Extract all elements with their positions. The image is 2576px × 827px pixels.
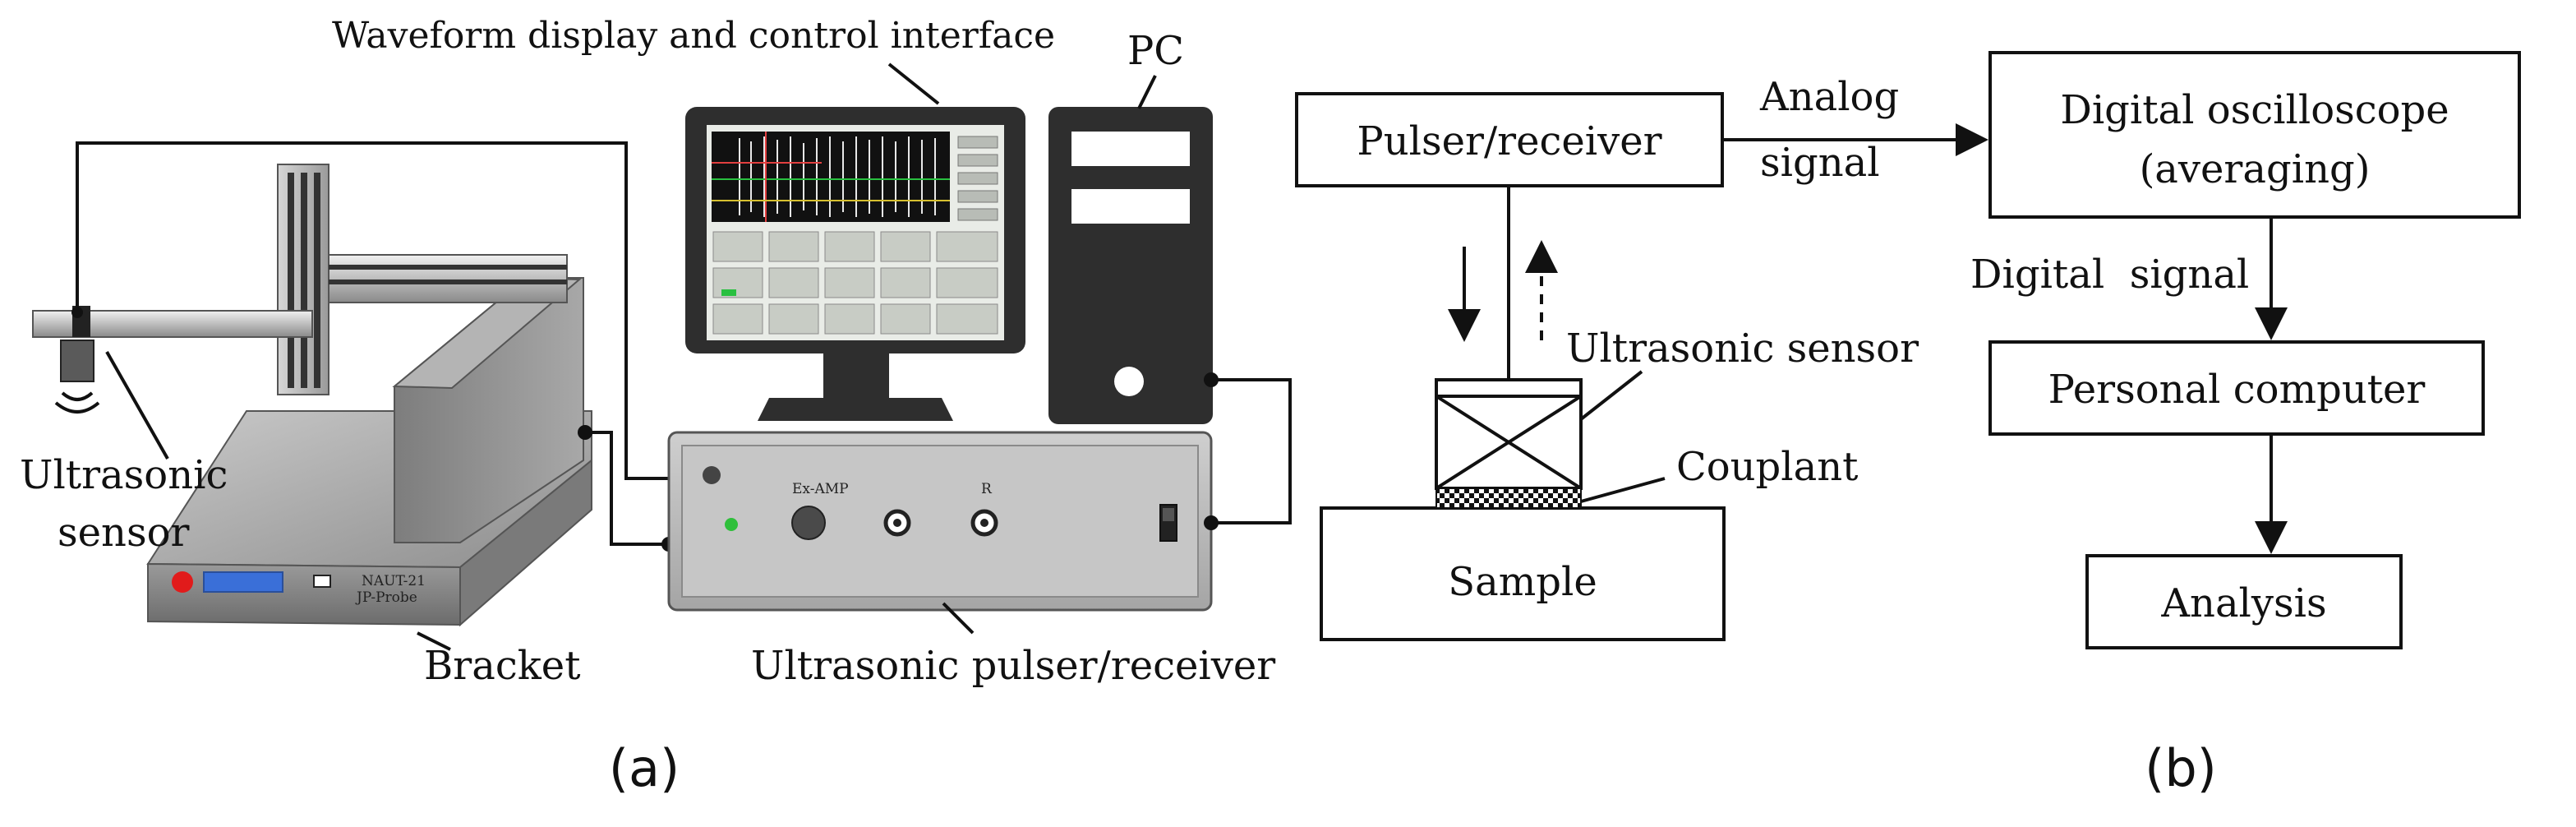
panel-a: NAUT-21 JP-Probe xyxy=(20,15,1292,798)
monitor xyxy=(685,107,1025,421)
label-ultrasonic-sensor-b: Ultrasonic sensor xyxy=(1566,326,1919,372)
label-ultrasonic-pulser-receiver: Ultrasonic pulser/receiver xyxy=(751,643,1275,689)
box-pulser-receiver-label: Pulser/receiver xyxy=(1357,118,1661,164)
ultrasound-wave-icon xyxy=(61,391,94,401)
label-couplant: Couplant xyxy=(1676,444,1858,490)
cable-joint xyxy=(578,425,592,440)
cable-joint xyxy=(1204,372,1219,387)
leader-line-sensor xyxy=(105,351,169,460)
label-analog: Analog xyxy=(1759,74,1899,120)
caption-a: (a) xyxy=(609,738,680,798)
bracket-column-stripe xyxy=(288,173,294,388)
couplant-layer xyxy=(1435,487,1582,509)
label-waveform-display: Waveform display and control interface xyxy=(332,15,1055,57)
bracket-display-panel xyxy=(203,571,283,593)
box-analysis-label: Analysis xyxy=(2160,580,2326,626)
leader-line-sensor-b xyxy=(1579,370,1643,421)
pulser-front-panel xyxy=(681,445,1199,598)
label-pc: PC xyxy=(1127,28,1184,74)
monitor-stand-base xyxy=(758,398,953,421)
ultrasound-wave-icon xyxy=(54,401,100,414)
label-ultrasonic-sensor-line2: sensor xyxy=(58,510,189,556)
bracket-stage: NAUT-21 JP-Probe xyxy=(32,164,592,627)
cable-joint xyxy=(1204,515,1219,530)
box-analysis xyxy=(2085,554,2403,649)
leader-line-bracket xyxy=(417,631,451,651)
bracket-column-stripe xyxy=(314,173,320,388)
sensor-cross-line xyxy=(1435,395,1583,490)
pc-tower xyxy=(1048,107,1213,424)
pc-power-button-icon xyxy=(1114,367,1144,396)
box-sample-label: Sample xyxy=(1448,559,1597,605)
label-ultrasonic-sensor-line1: Ultrasonic xyxy=(20,452,228,498)
pc-cable xyxy=(1211,378,1292,524)
ultrasonic-sensor-icon xyxy=(60,340,94,382)
leader-line-pulser xyxy=(942,602,975,635)
pulser-led-icon xyxy=(725,518,738,531)
bracket-base-side xyxy=(459,458,592,627)
label-digital-signal: Digital signal xyxy=(1970,252,2249,298)
bracket-switch-icon xyxy=(313,575,331,588)
bracket-column-stripe xyxy=(301,173,307,388)
box-oscilloscope-line2: (averaging) xyxy=(2140,146,2371,192)
leader-line-waveform xyxy=(887,62,940,105)
bracket-upper-arm xyxy=(328,254,568,303)
pulser-screw-icon xyxy=(703,466,721,484)
pc-drive-bay xyxy=(1071,189,1190,224)
box-sample xyxy=(1320,506,1726,641)
pc-case xyxy=(1048,107,1213,424)
pulser-knob-label: Ex-AMP xyxy=(792,481,849,497)
bracket-model-line2: JP-Probe xyxy=(355,589,417,606)
cable-joint xyxy=(71,307,83,318)
label-signal: signal xyxy=(1760,140,1880,186)
pulser-knob-icon xyxy=(791,506,826,540)
pc-drive-bay xyxy=(1071,132,1190,166)
bracket-rear-block-top xyxy=(392,276,582,390)
monitor-stand-neck xyxy=(823,353,889,398)
leader-line-couplant xyxy=(1580,477,1666,503)
box-personal-computer-label: Personal computer xyxy=(2048,367,2426,413)
box-digital-oscilloscope xyxy=(1988,51,2521,219)
bracket-cable xyxy=(585,431,669,546)
leader-line-pc xyxy=(1137,75,1157,109)
box-oscilloscope-line1: Digital oscilloscope xyxy=(2060,87,2449,133)
bracket-arm-stripe xyxy=(329,280,567,284)
box-personal-computer xyxy=(1988,340,2485,436)
bracket-model-line1: NAUT-21 xyxy=(362,573,426,589)
bracket-arm-stripe xyxy=(329,265,567,270)
panel-b: Pulser/receiver Digital oscilloscope (av… xyxy=(1295,51,2521,798)
sensor-cap xyxy=(1435,378,1583,398)
pulser-receiver-unit: Ex-AMP R xyxy=(667,431,1213,612)
caption-b: (b) xyxy=(2145,738,2217,798)
label-bracket: Bracket xyxy=(424,643,581,689)
power-indicator-icon xyxy=(172,571,193,593)
pulser-port-label: R xyxy=(981,481,993,497)
